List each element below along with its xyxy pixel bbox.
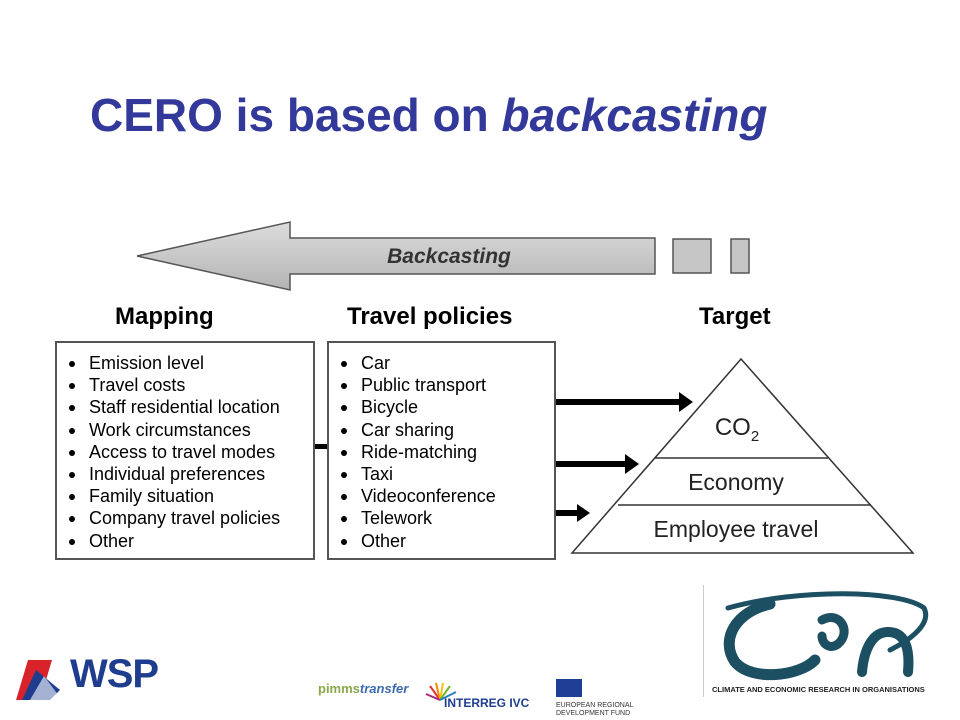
list-item: Telework [329,507,554,529]
list-item: Other [57,530,313,552]
arrow-policies-to-co2 [555,392,693,412]
cero-logo-mark [723,591,929,681]
erdf-line-2: DEVELOPMENT FUND [556,710,631,717]
list-item: Ride-matching [329,441,554,463]
list-item: Company travel policies [57,507,313,529]
pyramid-employee-travel: Employee travel [654,516,819,542]
wsp-logo-mark [16,660,62,700]
list-item: Individual preferences [57,463,313,485]
pimms-transfer-logo: pimmstransfer [318,680,408,698]
arrow-policies-to-employee-travel [555,504,590,522]
mapping-list: Emission level Travel costs Staff reside… [57,352,313,552]
column-header-target: Target [699,303,771,330]
cero-tagline: CLIMATE AND ECONOMIC RESEARCH IN ORGANIS… [712,685,925,694]
pyramid-co2: CO2 [715,414,759,445]
column-header-travel-policies: Travel policies [347,303,513,330]
list-item: Other [329,530,554,552]
erdf-logo: EUROPEAN REGIONAL DEVELOPMENT FUND [556,679,633,718]
interreg-logo-text: INTERREG IVC [444,696,530,710]
arrow-policies-to-economy [555,454,639,474]
travel-policies-box: Car Public transport Bicycle Car sharing… [327,341,556,560]
wsp-logo-text: WSP [70,652,159,696]
wsp-logo: WSP [14,652,174,704]
target-pyramid [570,357,915,554]
backcasting-arrow [136,221,656,291]
list-item: Car sharing [329,419,554,441]
list-item: Emission level [57,352,313,374]
list-item: Videoconference [329,485,554,507]
list-item: Car [329,352,554,374]
list-item: Family situation [57,485,313,507]
interreg-logo: INTERREG IVC [444,694,529,712]
interreg-logo-mark [425,682,457,701]
mapping-box: Emission level Travel costs Staff reside… [55,341,315,560]
title-emphasis: backcasting [501,89,768,141]
backcasting-label: Backcasting [387,245,511,268]
list-item: Public transport [329,374,554,396]
cero-logo: CLIMATE AND ECONOMIC RESEARCH IN ORGANIS… [703,585,938,697]
pimms-logo-text: pimms [318,681,360,696]
column-header-mapping: Mapping [115,303,214,330]
title-plain: CERO is based on [90,89,502,141]
erdf-line-1: EUROPEAN REGIONAL [556,702,634,709]
transfer-logo-text: transfer [359,681,409,696]
pyramid-economy: Economy [688,469,784,495]
eu-flag-icon [556,679,582,697]
arrow-tail-block-2 [730,238,750,274]
list-item: Staff residential location [57,396,313,418]
list-item: Travel costs [57,374,313,396]
list-item: Bicycle [329,396,554,418]
list-item: Access to travel modes [57,441,313,463]
travel-policies-list: Car Public transport Bicycle Car sharing… [329,352,554,552]
page-title: CERO is based on backcasting [90,88,767,142]
arrow-tail-block-1 [672,238,712,274]
list-item: Taxi [329,463,554,485]
list-item: Work circumstances [57,419,313,441]
